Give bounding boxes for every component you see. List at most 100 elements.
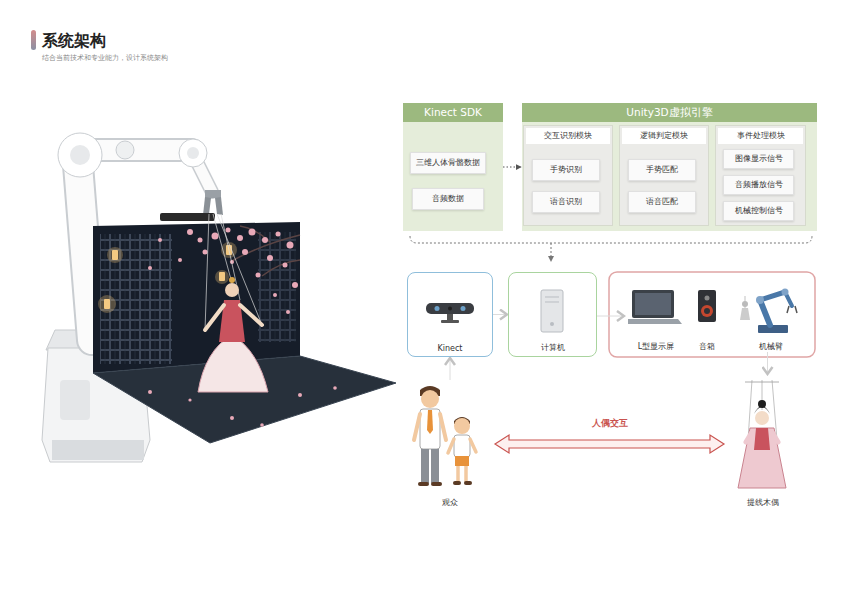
stage-floor-part-part bbox=[333, 386, 337, 390]
marionette-figure-part bbox=[754, 428, 770, 450]
box-heading: 事件处理模块 bbox=[718, 128, 803, 144]
stage-floor-part-part bbox=[298, 393, 302, 397]
speaker-icon-part bbox=[705, 296, 710, 301]
box-heading: 逻辑判定模块 bbox=[622, 128, 706, 144]
page-title: 系统架构 bbox=[42, 31, 106, 52]
audience-figures-part bbox=[455, 456, 469, 466]
box-label: 语音识别 bbox=[550, 197, 582, 207]
display-wall-part bbox=[104, 299, 110, 309]
robot-arm-part bbox=[58, 133, 102, 177]
robot-arm-icon-part bbox=[760, 300, 770, 325]
device-box: Kinect bbox=[407, 272, 493, 357]
marionette-figure-part bbox=[745, 382, 779, 383]
audience-figures-part bbox=[418, 482, 429, 486]
box-label: 手势匹配 bbox=[646, 165, 678, 175]
speaker-icon-part bbox=[704, 308, 710, 314]
speaker-icon bbox=[698, 290, 716, 322]
chevron-arrow bbox=[493, 314, 507, 315]
function-box: 语音匹配 bbox=[628, 191, 696, 213]
audience-group: 观众 bbox=[405, 380, 495, 508]
box-label: 音箱 bbox=[699, 341, 715, 352]
computer-icon-part bbox=[550, 322, 554, 326]
audience-figures-part bbox=[448, 439, 454, 453]
robot-arm-part bbox=[205, 190, 221, 198]
robot-arm-part bbox=[215, 197, 223, 215]
marionette-figure-part bbox=[755, 411, 769, 425]
audience-figures-part bbox=[464, 466, 468, 482]
module-box: 逻辑判定模块手势匹配语音匹配 bbox=[619, 125, 709, 226]
module-box: 事件处理模块图像显示信号音频播放信号机械控制信号 bbox=[715, 125, 806, 226]
box-label: 音频播放信号 bbox=[735, 180, 783, 190]
subtitle-block: 结合当前技术和专业能力，设计系统架构 bbox=[42, 53, 168, 63]
box-label: 计算机 bbox=[541, 342, 565, 353]
blossoms-part bbox=[267, 255, 273, 261]
display-wall-part bbox=[93, 222, 300, 373]
function-box: 手势识别 bbox=[532, 159, 600, 181]
stage-floor-part-part bbox=[148, 390, 152, 394]
box-label: 机械控制信号 bbox=[735, 206, 783, 216]
box-label: L型显示屏 bbox=[638, 341, 674, 352]
blossoms-part bbox=[212, 233, 219, 240]
audience-figures-part bbox=[420, 409, 440, 449]
display-wall-part bbox=[160, 213, 215, 221]
stage-floor-part-part bbox=[230, 416, 234, 420]
display-wall-part bbox=[112, 250, 118, 260]
stage-puppet-part bbox=[205, 214, 209, 330]
data-box: 三维人体骨骼数据 bbox=[410, 152, 486, 174]
robot-arm-icon-part bbox=[787, 306, 797, 313]
robot-arm-part bbox=[203, 197, 211, 215]
stage-puppet-part bbox=[229, 277, 235, 283]
module-bracket bbox=[410, 236, 812, 262]
stage-puppet-part bbox=[225, 283, 239, 297]
display-wall-part bbox=[215, 270, 229, 284]
output-group-box bbox=[609, 272, 815, 357]
box-label: 语音匹配 bbox=[646, 197, 678, 207]
robot-arm-part bbox=[78, 165, 92, 340]
audience-figures bbox=[414, 386, 476, 486]
computer-icon-part bbox=[545, 302, 559, 303]
speaker-icon-part bbox=[698, 290, 716, 322]
marionette-figure bbox=[738, 380, 786, 488]
robot-arm-icon-part bbox=[742, 301, 748, 307]
signal-box: 机械控制信号 bbox=[723, 201, 794, 221]
audience-figures-part bbox=[421, 390, 439, 408]
blossoms-part bbox=[237, 235, 243, 241]
dotted-arrow bbox=[503, 167, 521, 168]
robot-arm-icon-part bbox=[758, 325, 788, 333]
function-box: 语音识别 bbox=[532, 191, 600, 213]
box-label: 音频数据 bbox=[432, 194, 464, 204]
blossoms-part bbox=[273, 293, 277, 297]
blossoms-part bbox=[256, 273, 261, 278]
device-item: 机械臂 bbox=[735, 280, 807, 352]
box-heading: 交互识别模块 bbox=[526, 128, 610, 144]
box-heading: Kinect SDK bbox=[403, 103, 503, 122]
audience-figures-part bbox=[453, 481, 461, 485]
function-box: 手势匹配 bbox=[628, 159, 696, 181]
audience-figures-part bbox=[427, 410, 433, 434]
kinect-icon-part bbox=[441, 320, 459, 323]
marionette-figure-part bbox=[758, 400, 766, 408]
signal-box: 图像显示信号 bbox=[723, 149, 794, 169]
box-label: 机械臂 bbox=[759, 341, 783, 352]
box-label: 提线木偶 bbox=[747, 497, 779, 508]
robot-arm-icon-part bbox=[782, 289, 789, 296]
marionette-figure-part bbox=[746, 432, 752, 442]
stage-floor-part-part bbox=[260, 423, 264, 427]
blossoms-part bbox=[249, 229, 256, 236]
blossoms-part bbox=[276, 232, 281, 237]
blossoms-part bbox=[283, 263, 288, 268]
audience-figures-part bbox=[414, 414, 420, 440]
stage-puppet-part bbox=[198, 335, 268, 392]
module-bracket-part bbox=[551, 243, 552, 257]
blossoms bbox=[148, 228, 298, 315]
kinect-icon-part bbox=[435, 306, 440, 311]
kinect-icon-part bbox=[461, 306, 466, 311]
audience-figures-part bbox=[456, 466, 460, 482]
blossoms-part bbox=[178, 258, 182, 262]
robot-arm-part bbox=[187, 147, 199, 159]
kinect-icon-part bbox=[447, 314, 453, 320]
audience-figures-part bbox=[440, 414, 446, 440]
